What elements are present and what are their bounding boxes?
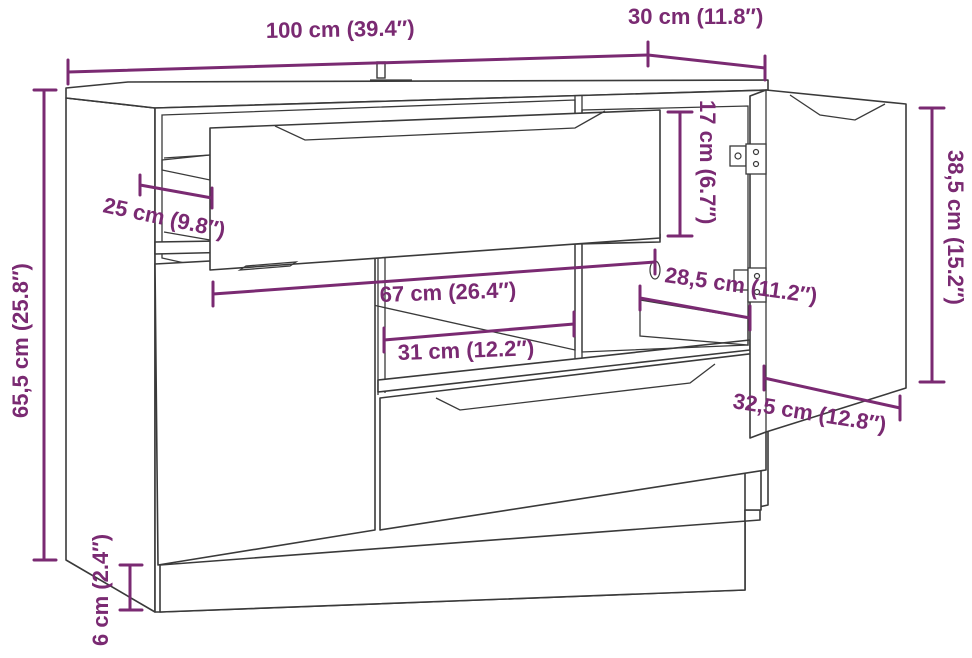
drawer-height-label: 17 cm (6.7″) <box>695 100 720 224</box>
upper-drawer-front <box>209 109 661 271</box>
overall-height-label: 65,5 cm (25.8″) <box>8 263 33 418</box>
drawer-width-label: 67 cm (26.4″) <box>379 277 516 307</box>
left-door <box>154 251 376 566</box>
dimension-lines <box>32 40 946 612</box>
door-height-label: 38,5 cm (15.2″) <box>943 150 968 305</box>
sideboard <box>65 61 907 613</box>
right-leg <box>744 469 762 511</box>
hinge-icon <box>729 143 767 175</box>
right-door-panel <box>749 89 907 439</box>
upper-drawer <box>163 109 661 271</box>
lower-drawer <box>379 351 767 531</box>
overall-depth-label: 30 cm (11.8″) <box>628 4 763 29</box>
right-door <box>749 89 907 439</box>
compartment-width-label: 31 cm (12.2″) <box>397 335 534 365</box>
overall-width-label: 100 cm (39.4″) <box>266 15 415 43</box>
hinge-icon <box>733 267 767 303</box>
cable-port-icon <box>370 61 412 81</box>
leg-height-label: 6 cm (2.4″) <box>88 534 113 646</box>
